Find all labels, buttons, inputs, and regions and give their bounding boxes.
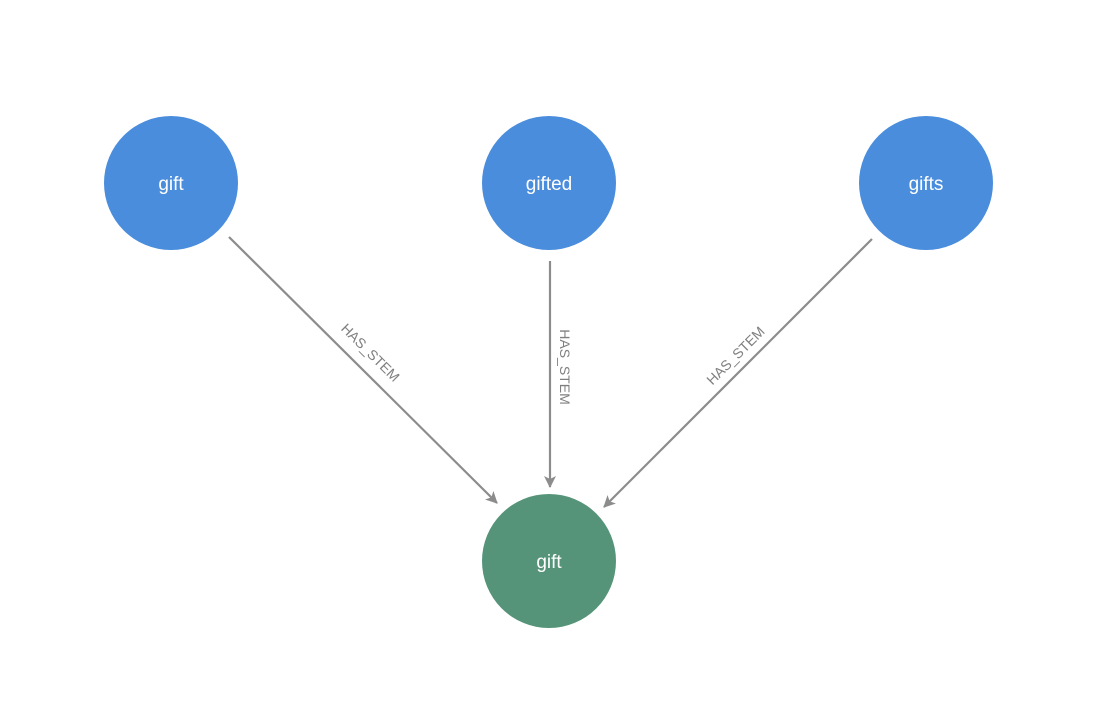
edges-layer: HAS_STEM HAS_STEM HAS_STEM bbox=[228, 236, 873, 508]
node-circle[interactable] bbox=[104, 116, 238, 250]
node-label: gifts bbox=[909, 174, 944, 195]
edge-label: HAS_STEM bbox=[338, 320, 403, 385]
node-word-gifts[interactable]: gifts bbox=[859, 116, 993, 250]
edge-line[interactable] bbox=[228, 236, 498, 504]
node-circle[interactable] bbox=[482, 116, 616, 250]
edge-gift-has-stem[interactable]: HAS_STEM bbox=[228, 236, 498, 504]
edge-gifts-has-stem[interactable]: HAS_STEM bbox=[603, 238, 873, 508]
node-word-gift[interactable]: gift bbox=[104, 116, 238, 250]
edge-label: HAS_STEM bbox=[557, 329, 573, 404]
node-word-gifted[interactable]: gifted bbox=[482, 116, 616, 250]
node-circle[interactable] bbox=[859, 116, 993, 250]
edge-gifted-has-stem[interactable]: HAS_STEM bbox=[544, 261, 573, 488]
node-circle[interactable] bbox=[482, 494, 616, 628]
edge-label: HAS_STEM bbox=[703, 323, 768, 388]
node-label: gift bbox=[536, 552, 562, 573]
edge-line[interactable] bbox=[603, 238, 873, 508]
nodes-layer: gift gifted gifts gift bbox=[104, 116, 993, 628]
node-label: gifted bbox=[526, 174, 572, 195]
node-label: gift bbox=[158, 174, 184, 195]
node-stem-gift[interactable]: gift bbox=[482, 494, 616, 628]
